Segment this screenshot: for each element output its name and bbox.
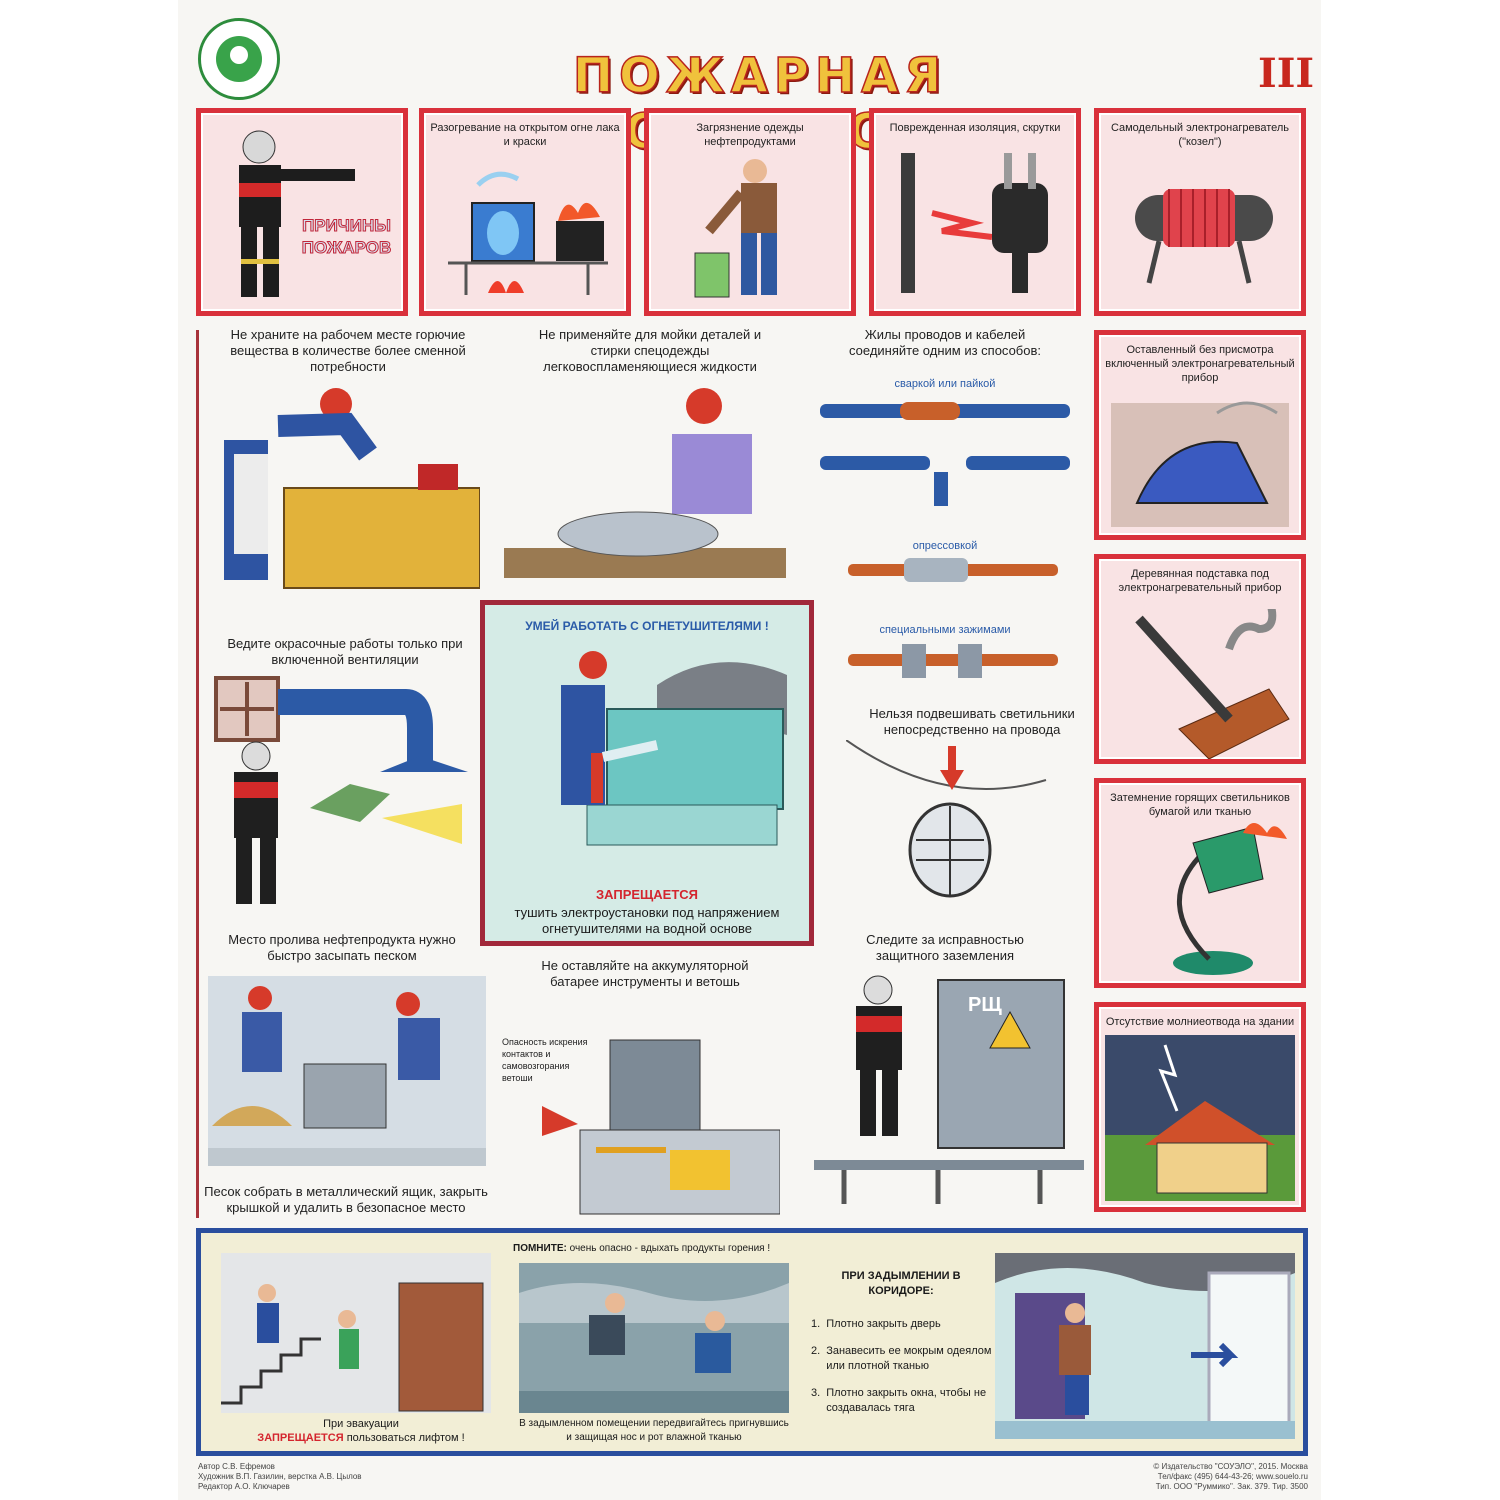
step-text: Плотно закрыть окна, чтобы не создавалас…: [826, 1387, 987, 1414]
rule-storage: Не храните на рабочем месте горючие веще…: [230, 327, 466, 374]
remember-line: ПОМНИТЕ: очень опасно - вдыхать продукты…: [513, 1243, 770, 1254]
rule-battery: Не оставляйте на аккумуляторной батарее …: [541, 958, 749, 989]
panel-wooden-stand: Деревянная подставка под электронагреват…: [1094, 554, 1306, 764]
battery-tools-icon: [542, 1039, 780, 1215]
corridor-door-window-icon: [995, 1253, 1295, 1439]
wire-joints-icon: [820, 402, 1070, 678]
wire-method-crimp: опрессовкой: [912, 540, 978, 552]
causes-label-line1: ПРИЧИНЫ: [302, 216, 392, 236]
panel-unattended-iron: Оставленный без присмотра включенный эле…: [1094, 330, 1306, 540]
panel-caption: Разогревание на открытом огне лака и кра…: [430, 122, 620, 148]
evacuation-forbidden: ЗАПРЕЩАЕТСЯ: [257, 1432, 344, 1444]
causes-label-line2: ПОЖАРОВ: [301, 238, 392, 258]
evacuation-stairs-icon: [221, 1253, 491, 1413]
iron-icon: [1111, 401, 1289, 527]
soldering-iron-icon: [1135, 609, 1290, 759]
worker-workbench-icon: [224, 388, 480, 589]
panel-homemade-heater: Самодельный электронагреватель ("козел"): [1094, 108, 1306, 316]
panel-no-lightning-rod: Отсутствие молниеотвода на здании: [1094, 1002, 1306, 1212]
panel-damaged-insulation: Поврежденная изоляция, скрутки: [869, 108, 1081, 316]
evacuation-line2: пользоваться лифтом !: [346, 1432, 465, 1444]
sheet-number: III: [1258, 50, 1315, 97]
remember-text: очень опасно - вдыхать продукты горения …: [569, 1243, 771, 1254]
panel-caption: Самодельный электронагреватель ("козел"): [1110, 122, 1290, 148]
rule-spill: Место пролива нефтепродукта нужно быстро…: [228, 932, 456, 963]
credit-print: Тип. ООО "Руммико". Зак. 379. Тир. 3500: [1155, 1482, 1308, 1491]
panel-caption: Затемнение горящих светильников бумагой …: [1110, 792, 1290, 818]
smoke-room-crawling-icon: [519, 1263, 789, 1413]
desk-lamp-icon: [1173, 823, 1287, 975]
heating-paint-icon: [448, 171, 608, 295]
panel-open-fire: Разогревание на открытом огне лака и кра…: [419, 108, 631, 316]
extinguisher-rule: тушить электроустановки под напряжением …: [514, 905, 780, 936]
smoke-room-caption: В задымленном помещении передвигайтесь п…: [519, 1418, 789, 1443]
credit-author: Автор С.В. Ефремов: [198, 1462, 275, 1471]
panel-caption: Оставленный без присмотра включенный эле…: [1105, 344, 1295, 384]
rule-grounding: Следите за исправностью защитного заземл…: [866, 932, 1024, 963]
step-text: Занавесить ее мокрым одеялом или плотной…: [826, 1345, 992, 1372]
step-item: 2. Занавесить ее мокрым одеялом или плотн…: [811, 1344, 1001, 1374]
rule-lamps: Нельзя подвешивать светильники непосредс…: [869, 706, 1075, 737]
section-rule: [196, 330, 199, 1218]
rule-sand: Песок собрать в металлический ящик, закр…: [204, 1184, 488, 1215]
extinguisher-box: УМЕЙ РАБОТАТЬ С ОГНЕТУШИТЕЛЯМИ ! ЗАПРЕЩА…: [480, 600, 814, 946]
painting-ventilation-icon: [214, 676, 468, 904]
credit-artist: Художник В.П. Газилин, верстка А.В. Цыло…: [198, 1472, 362, 1481]
credits-right: © Издательство "СОУЭЛО", 2015. Москва Те…: [1136, 1462, 1308, 1492]
step-item: 3. Плотно закрыть окна, чтобы не создавал…: [811, 1386, 1001, 1416]
extinguisher-heading: УМЕЙ РАБОТАТЬ С ОГНЕТУШИТЕЛЯМИ !: [525, 619, 769, 633]
step-text: Плотно закрыть дверь: [826, 1318, 941, 1330]
step-number: 1.: [811, 1318, 821, 1330]
step-item: 1. Плотно закрыть дверь: [811, 1317, 1001, 1332]
hanging-lamp-icon: [846, 740, 1047, 898]
corridor-header: ПРИ ЗАДЫМЛЕНИИ В КОРИДОРЕ:: [841, 1270, 961, 1297]
house-lightning-icon: [1105, 1035, 1295, 1201]
credit-contacts: Тел/факс (495) 644-43-26; www.souelo.ru: [1157, 1472, 1308, 1481]
smoke-safety-section: ПОМНИТЕ: очень опасно - вдыхать продукты…: [196, 1228, 1308, 1456]
logo-emblem-icon: [216, 36, 262, 82]
evacuation-caption: При эвакуации ЗАПРЕЩАЕТСЯ пользоваться л…: [231, 1417, 491, 1445]
panel-caption: Загрязнение одежды нефтепродуктами: [696, 122, 804, 148]
extinguishing-machine-icon: [561, 651, 787, 846]
coil-heater-icon: [1135, 189, 1273, 284]
worker-washing-parts-icon: [504, 388, 786, 578]
rule-painting: Ведите окрасочные работы только при вклю…: [227, 636, 463, 667]
rule-washing: Не применяйте для мойки деталей и стирки…: [538, 327, 762, 374]
rule-wires-header: Жилы проводов и кабелей соединяйте одним…: [849, 327, 1041, 358]
plug-spark-icon: [901, 153, 1048, 293]
panel-label: РЩ: [968, 994, 1002, 1016]
firefighter-pointing-icon: [239, 130, 355, 297]
credit-publisher: © Издательство "СОУЭЛО", 2015. Москва: [1153, 1462, 1308, 1471]
battery-note: Опасность искрения контактов и самовозго…: [502, 1037, 588, 1083]
publisher-logo: [198, 18, 280, 100]
panel-caption: Отсутствие молниеотвода на здании: [1105, 1016, 1295, 1028]
grounding-panel-icon: [814, 975, 1084, 1204]
panel-caption: Поврежденная изоляция, скрутки: [889, 122, 1061, 134]
forbidden-label: ЗАПРЕЩАЕТСЯ: [595, 887, 699, 902]
credit-editor: Редактор А.О. Ключарев: [198, 1482, 290, 1491]
step-number: 3.: [811, 1387, 821, 1399]
wire-method-weld: сваркой или пайкой: [894, 378, 996, 390]
remember-prefix: ПОМНИТЕ:: [513, 1243, 567, 1254]
panel-caption: Деревянная подставка под электронагреват…: [1118, 568, 1282, 594]
sand-spill-icon: [208, 976, 486, 1166]
credits-left: Автор С.В. Ефремов Художник В.П. Газилин…: [198, 1462, 362, 1492]
step-number: 2.: [811, 1345, 821, 1357]
wire-method-clamps: специальными зажимами: [879, 624, 1011, 636]
panel-oil-clothes: Загрязнение одежды нефтепродуктами: [644, 108, 856, 316]
evacuation-line1: При эвакуации: [323, 1418, 399, 1430]
causes-panel: ПРИЧИНЫ ПОЖАРОВ: [196, 108, 408, 316]
corridor-steps: 1. Плотно закрыть дверь 2. Занавесить ее м…: [811, 1317, 1001, 1416]
worker-oil-icon: [694, 159, 777, 298]
panel-covered-lamp: Затемнение горящих светильников бумагой …: [1094, 778, 1306, 988]
